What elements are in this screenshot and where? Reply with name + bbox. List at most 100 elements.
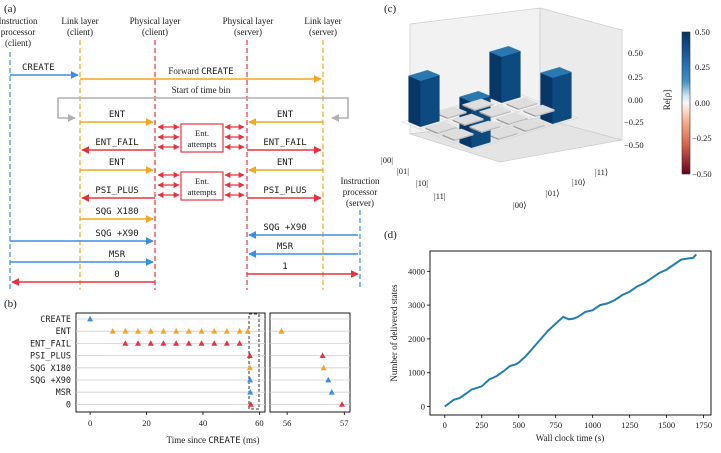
header-link-client-1: Link layer bbox=[61, 16, 98, 26]
event-marker bbox=[236, 328, 243, 334]
event-marker bbox=[339, 401, 345, 407]
ent-attempts-2-line2: attempts bbox=[188, 187, 217, 197]
x-tick-label: 1250 bbox=[621, 420, 638, 430]
density-bars bbox=[407, 46, 573, 149]
header-phys-server-1: Physical layer bbox=[223, 16, 274, 26]
bar-top-face bbox=[461, 98, 495, 110]
header-instr-server-3: (server) bbox=[346, 198, 374, 208]
bar-top-face bbox=[488, 46, 522, 57]
y-tick-label: 2000 bbox=[408, 334, 425, 344]
bar-front-face bbox=[420, 74, 440, 128]
x-tick-label: 20 bbox=[142, 418, 151, 428]
panel-d-label: (d) bbox=[384, 229, 397, 241]
msg-ent-client-1: ENT bbox=[109, 110, 126, 120]
event-marker bbox=[173, 340, 180, 346]
header-link-server-1: Link layer bbox=[304, 16, 341, 26]
bar-top-face bbox=[478, 105, 512, 117]
msg-forward-create: Forward CREATE bbox=[168, 66, 233, 77]
plot-b-xlabel: Time since CREATE (ms) bbox=[167, 435, 260, 446]
event-marker bbox=[328, 389, 335, 395]
bar-top-face bbox=[505, 97, 539, 109]
row-label-10: |10| bbox=[416, 178, 428, 188]
row-label: CREATE bbox=[40, 315, 71, 325]
ent-attempts-1-line1: Ent. bbox=[195, 128, 209, 138]
event-marker bbox=[211, 328, 218, 334]
bar-top-face bbox=[522, 104, 556, 116]
panel-c-label: (c) bbox=[384, 3, 397, 15]
z-tick-neg-0.50: −0.50 bbox=[624, 140, 644, 150]
event-marker bbox=[185, 340, 192, 346]
bar-top-face bbox=[424, 121, 458, 133]
event-marker bbox=[247, 401, 254, 407]
row-label-00: |00| bbox=[381, 155, 393, 165]
event-marker bbox=[278, 328, 285, 334]
z-tick-0.00: 0.00 bbox=[628, 95, 643, 105]
msg-ent-client-2: ENT bbox=[109, 158, 126, 168]
msg-ent-server-1: ENT bbox=[277, 110, 294, 120]
event-marker bbox=[246, 352, 253, 358]
panel-c: (c) |00| |01| |10| |11| |00⟩ |01⟩ |10⟩ |… bbox=[381, 3, 712, 210]
ent-attempts-box-1 bbox=[180, 123, 224, 153]
event-marker bbox=[247, 376, 254, 383]
header-instr-client-3: (client) bbox=[5, 38, 31, 48]
event-marker bbox=[185, 328, 192, 334]
event-marker bbox=[198, 328, 205, 334]
msg-start-time-bin: Start of time bin bbox=[172, 85, 231, 95]
col-label-11: |11⟩ bbox=[595, 167, 608, 177]
delivered-states-line bbox=[444, 253, 697, 408]
event-marker bbox=[87, 315, 94, 322]
bar-side-face bbox=[489, 51, 502, 104]
col-label-00: |00⟩ bbox=[513, 200, 527, 210]
event-marker bbox=[320, 364, 327, 371]
msg-ent-fail-client: ENT_FAIL bbox=[95, 138, 138, 148]
x-tick-label: 750 bbox=[549, 420, 562, 430]
plot-b-left-frame bbox=[75, 312, 266, 413]
msg-create: CREATE bbox=[22, 63, 55, 73]
ent-attempts-2-line1: Ent. bbox=[195, 176, 209, 186]
cbar-tick-0.25: 0.25 bbox=[695, 62, 710, 72]
plot-b-right-frame bbox=[269, 312, 351, 413]
x-tick-label: 250 bbox=[475, 420, 488, 430]
msg-sqg-px90-client: SQG +X90 bbox=[95, 229, 138, 239]
event-marker bbox=[211, 340, 218, 346]
x-tick-label: 1500 bbox=[658, 420, 675, 430]
header-instr-client-1: Instruction bbox=[0, 16, 38, 26]
bar-top-face bbox=[458, 91, 492, 102]
y-tick-label: 3000 bbox=[408, 300, 425, 310]
event-marker bbox=[223, 328, 230, 334]
header-link-client-2: (client) bbox=[67, 27, 93, 37]
bar-top-face bbox=[539, 67, 573, 78]
event-marker bbox=[160, 340, 167, 346]
event-marker bbox=[109, 328, 116, 334]
z-tick-0.50: 0.50 bbox=[628, 48, 643, 58]
row-label: ENT_FAIL bbox=[30, 339, 71, 349]
row-label: PSI_PLUS bbox=[30, 352, 71, 362]
event-marker bbox=[325, 376, 332, 383]
event-marker bbox=[147, 340, 154, 346]
plot-d-ylabel: Number of delivered states bbox=[389, 284, 399, 382]
event-marker bbox=[173, 328, 180, 334]
msg-sqg-px90-server: SQG +X90 bbox=[263, 223, 306, 233]
event-marker bbox=[160, 328, 167, 334]
msg-psi-plus-client: PSI_PLUS bbox=[95, 186, 138, 196]
arrow-time-bin-server bbox=[201, 97, 349, 122]
header-instr-client-2: processor bbox=[1, 27, 36, 37]
cbar-tick-0.50: 0.50 bbox=[695, 27, 710, 37]
event-marker bbox=[244, 328, 251, 334]
bar-top-face bbox=[468, 120, 502, 132]
cbar-tick-neg-0.25: −0.25 bbox=[692, 133, 712, 143]
arrow-time-bin-client bbox=[57, 97, 201, 122]
event-marker bbox=[122, 340, 129, 346]
event-marker bbox=[198, 340, 205, 346]
y-tick-label: 1000 bbox=[408, 368, 425, 378]
x-tick-label: 500 bbox=[512, 420, 525, 430]
ent-attempts-box-2 bbox=[180, 171, 224, 201]
msg-psi-plus-server: PSI_PLUS bbox=[263, 186, 306, 196]
y-tick-label: 0 bbox=[421, 402, 425, 412]
row-label-11: |11| bbox=[434, 191, 446, 201]
